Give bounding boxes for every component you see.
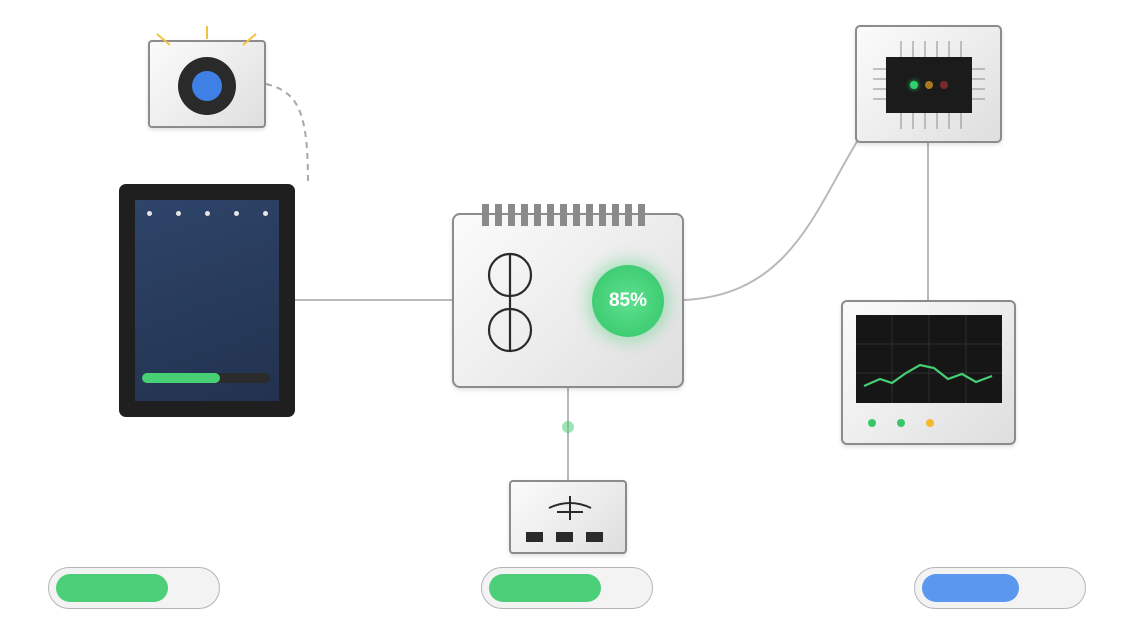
tablet-dot (263, 211, 268, 216)
camera-lens-glass (192, 71, 222, 101)
hub-pin (560, 204, 567, 226)
controller-device[interactable] (855, 25, 1002, 143)
toggle-right[interactable] (914, 567, 1086, 609)
status-led-green (910, 81, 918, 89)
ethernet-port (526, 532, 543, 542)
data-packet-dot (562, 421, 574, 433)
hub-pin (573, 204, 580, 226)
camera-device[interactable] (148, 40, 266, 128)
tablet-dot (234, 211, 239, 216)
microchip-icon (886, 57, 972, 113)
status-led-red (940, 81, 948, 89)
monitor-led-green (868, 419, 876, 427)
tablet-dot (205, 211, 210, 216)
hub-to-controller-line (683, 139, 859, 301)
tablet-progress-bar (142, 373, 270, 383)
tablet-device[interactable] (119, 184, 295, 417)
hub-pin (482, 204, 489, 226)
toggle-right-fill (922, 574, 1019, 602)
router-device[interactable] (509, 480, 627, 554)
hub-pin (508, 204, 515, 226)
central-hub-device[interactable]: 85% (452, 204, 684, 388)
chip-pins (873, 41, 985, 129)
toggle-left[interactable] (48, 567, 220, 609)
hub-status-badge: 85% (592, 265, 664, 337)
ethernet-port (586, 532, 603, 542)
camera-flash-rays-icon (156, 26, 257, 46)
toggle-left-fill (56, 574, 168, 602)
tablet-dot (147, 211, 152, 216)
monitor-device[interactable] (841, 300, 1016, 445)
hub-pin (612, 204, 619, 226)
hub-pin (521, 204, 528, 226)
hub-pin (547, 204, 554, 226)
status-led-amber (925, 81, 933, 89)
line-graph (856, 315, 1002, 403)
toggle-center-fill (489, 574, 601, 602)
camera-lens-icon (178, 57, 236, 115)
graph-series-line (863, 363, 993, 388)
hub-pin (638, 204, 645, 226)
power-outlet-icon (487, 252, 533, 353)
toggle-center[interactable] (481, 567, 653, 609)
monitor-led-yellow (926, 419, 934, 427)
hub-pin (534, 204, 541, 226)
camera-to-tablet-line (265, 83, 309, 186)
hub-pin (599, 204, 606, 226)
ethernet-port (556, 532, 573, 542)
hub-pin (586, 204, 593, 226)
tablet-progress-fill (142, 373, 221, 383)
monitor-screen (856, 315, 1002, 403)
hub-pin (625, 204, 632, 226)
hub-pin (495, 204, 502, 226)
tablet-dot (176, 211, 181, 216)
antenna-icon (548, 496, 592, 520)
monitor-led-green (897, 419, 905, 427)
tablet-screen (135, 200, 279, 401)
